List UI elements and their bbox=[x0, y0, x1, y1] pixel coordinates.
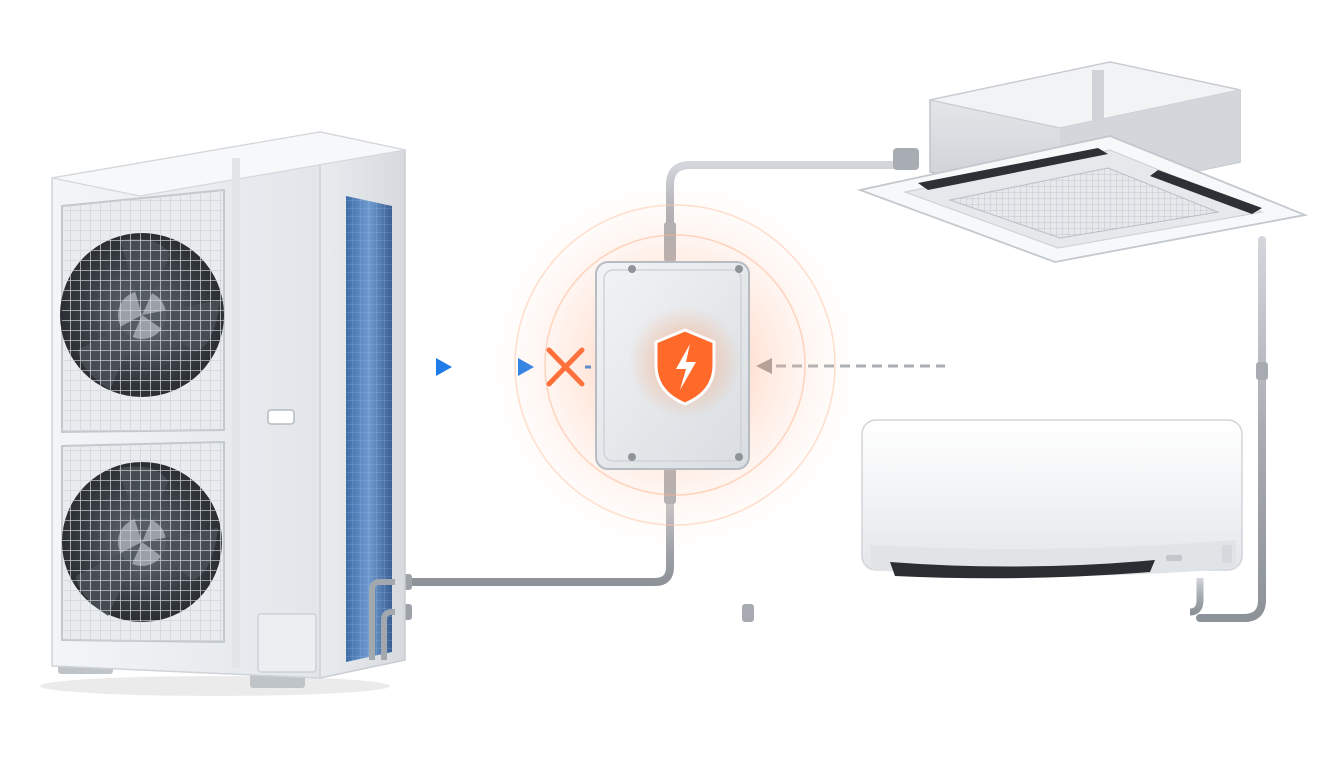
pipe-wall-unit-drop bbox=[1189, 578, 1204, 616]
protection-box bbox=[485, 175, 865, 555]
outdoor-service-pipe-b bbox=[381, 609, 395, 660]
outdoor-top-panel bbox=[51, 131, 406, 197]
outdoor-service-pipe-a bbox=[369, 579, 395, 660]
wall-unit-side-cap bbox=[1222, 545, 1232, 563]
wall-unit-indicator bbox=[1166, 555, 1182, 561]
fitting-lower bbox=[742, 604, 754, 622]
fitting-riser bbox=[1256, 362, 1268, 380]
cassette-bracket bbox=[1092, 70, 1104, 120]
wall-unit bbox=[861, 419, 1243, 579]
outdoor-handle bbox=[267, 409, 295, 425]
pipe-outdoor-to-box bbox=[391, 476, 674, 586]
box-screw-tl bbox=[628, 265, 636, 273]
outdoor-fan-lower bbox=[61, 440, 225, 644]
box-screw-bl bbox=[628, 453, 636, 461]
wall-unit-louver bbox=[890, 560, 1155, 579]
ceiling-cassette bbox=[856, 61, 1309, 263]
cassette-intake-grille bbox=[948, 167, 1220, 239]
cassette-louver-1 bbox=[918, 148, 1108, 190]
surge-arrowhead-1 bbox=[436, 358, 452, 376]
shield-lightning-icon bbox=[654, 328, 716, 406]
outdoor-fan-upper bbox=[60, 188, 225, 434]
pipe-cassette-riser bbox=[1196, 236, 1266, 622]
cassette-connector bbox=[893, 148, 919, 170]
outdoor-service-panel bbox=[257, 613, 317, 673]
box-screw-br bbox=[735, 453, 743, 461]
box-screw-tr bbox=[735, 265, 743, 273]
outdoor-divider bbox=[232, 158, 240, 668]
outdoor-unit bbox=[40, 131, 406, 696]
cassette-louver-2 bbox=[1150, 170, 1262, 214]
